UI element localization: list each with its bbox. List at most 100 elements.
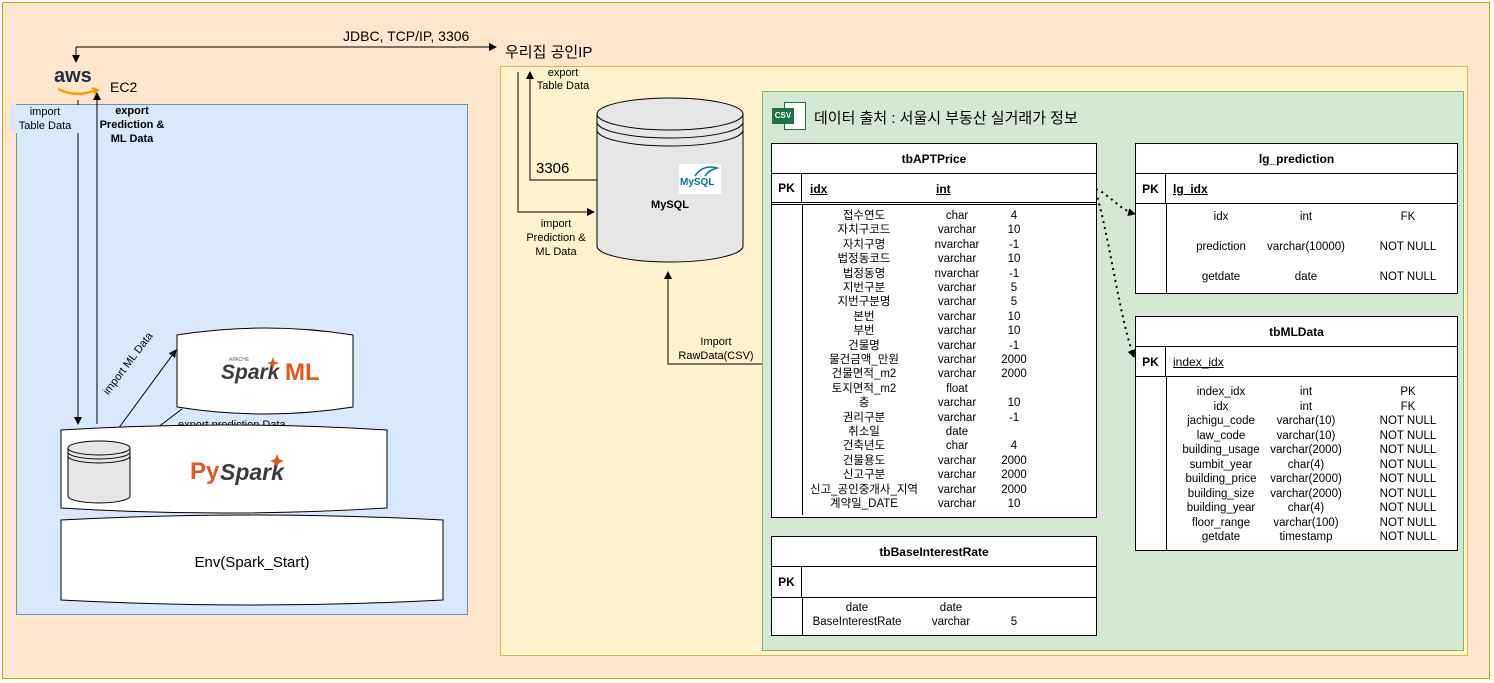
field-size: 10 — [1007, 498, 1021, 510]
field-name: building_size — [1187, 487, 1255, 500]
field-type: varchar — [937, 368, 977, 381]
field-type: nvarchar — [934, 267, 980, 280]
table-row: 자치구코드 varchar 10 — [772, 223, 1096, 238]
field-type: varchar(10000) — [1267, 241, 1345, 253]
field-name: 권리구분 — [842, 411, 886, 424]
field-type: float — [946, 382, 968, 395]
table-title: lg_prediction — [1136, 144, 1457, 174]
field-type: varchar — [937, 224, 977, 237]
pyspark-database-icon — [67, 440, 131, 504]
mysql-label: MySQL — [651, 199, 689, 211]
pyspark-logo: Py Spark — [190, 454, 290, 488]
field-type: date — [1294, 271, 1318, 283]
field-constraint: NOT NULL — [1379, 516, 1437, 529]
field-name: 접수연도 — [842, 210, 886, 222]
field-size: 5 — [1010, 616, 1018, 629]
port-label: 3306 — [536, 160, 570, 177]
field-name: 자치구코드 — [837, 224, 891, 237]
field-constraint: NOT NULL — [1379, 531, 1437, 543]
field-name: 계약일_DATE — [830, 498, 898, 510]
field-name: idx — [1213, 211, 1229, 223]
field-size: -1 — [1008, 238, 1020, 251]
data-source-title: 데이터 출처 : 서울시 부동산 실거래가 정보 — [814, 110, 1078, 127]
field-size: -1 — [1008, 267, 1020, 280]
field-type: int — [1299, 211, 1313, 223]
field-constraint: NOT NULL — [1379, 415, 1437, 427]
field-size: 10 — [1007, 253, 1021, 266]
pk-label: PK — [772, 567, 802, 597]
field-name: building_usage — [1182, 444, 1260, 456]
spark-star-icon — [270, 454, 284, 468]
field-type: int — [1299, 400, 1313, 413]
pyspark-node — [60, 424, 388, 514]
pk-field: index_idx — [1173, 355, 1224, 369]
field-constraint: FK — [1400, 211, 1416, 223]
pk-field: lg_idx — [1173, 182, 1208, 196]
jdbc-label: JDBC, TCP/IP, 3306 — [343, 28, 470, 44]
field-size: 5 — [1010, 296, 1018, 309]
jdbc-connector — [72, 43, 497, 63]
mysql-database-icon — [596, 97, 744, 263]
field-type: varchar(2000) — [1270, 444, 1342, 456]
field-name: BaseInterestRate — [812, 616, 902, 629]
relation-apt-lg — [1095, 188, 1136, 217]
field-name: 신고구분 — [842, 469, 886, 482]
field-constraint: NOT NULL — [1379, 429, 1437, 442]
spark-star-icon — [267, 357, 279, 369]
field-type: varchar — [937, 469, 977, 482]
field-size: 2000 — [1001, 454, 1027, 467]
field-name: building_price — [1185, 473, 1257, 485]
field-type: char — [945, 440, 969, 453]
table-row: 지번구분명 varchar 5 — [772, 295, 1096, 310]
field-size: -1 — [1008, 411, 1020, 424]
field-name: index_idx — [1196, 386, 1246, 398]
field-name: building_year — [1186, 502, 1256, 514]
pk-row: PK — [772, 567, 1096, 598]
pk-row: PK index_idx — [1136, 347, 1457, 377]
field-constraint: NOT NULL — [1379, 502, 1437, 514]
field-type: varchar — [937, 296, 977, 309]
field-name: 부번 — [853, 325, 875, 338]
field-type: date — [945, 426, 969, 438]
pk-field: idx — [810, 182, 828, 196]
field-type: char — [945, 210, 969, 222]
field-type: date — [939, 602, 963, 614]
field-size: 10 — [1007, 325, 1021, 338]
field-name: sumbit_year — [1189, 458, 1253, 471]
field-name: 지번구분명 — [837, 296, 891, 309]
field-type: varchar — [937, 397, 977, 410]
field-type: varchar(2000) — [1270, 487, 1342, 500]
import-ml-data-arrow — [109, 349, 177, 441]
field-size: 10 — [1007, 224, 1021, 237]
field-size: -1 — [1008, 339, 1020, 352]
field-type: varchar — [937, 310, 977, 323]
relation-apt-ml — [1095, 191, 1136, 358]
field-name: 자치구명 — [842, 238, 886, 251]
field-type: varchar — [937, 325, 977, 338]
field-name: getdate — [1201, 531, 1241, 543]
